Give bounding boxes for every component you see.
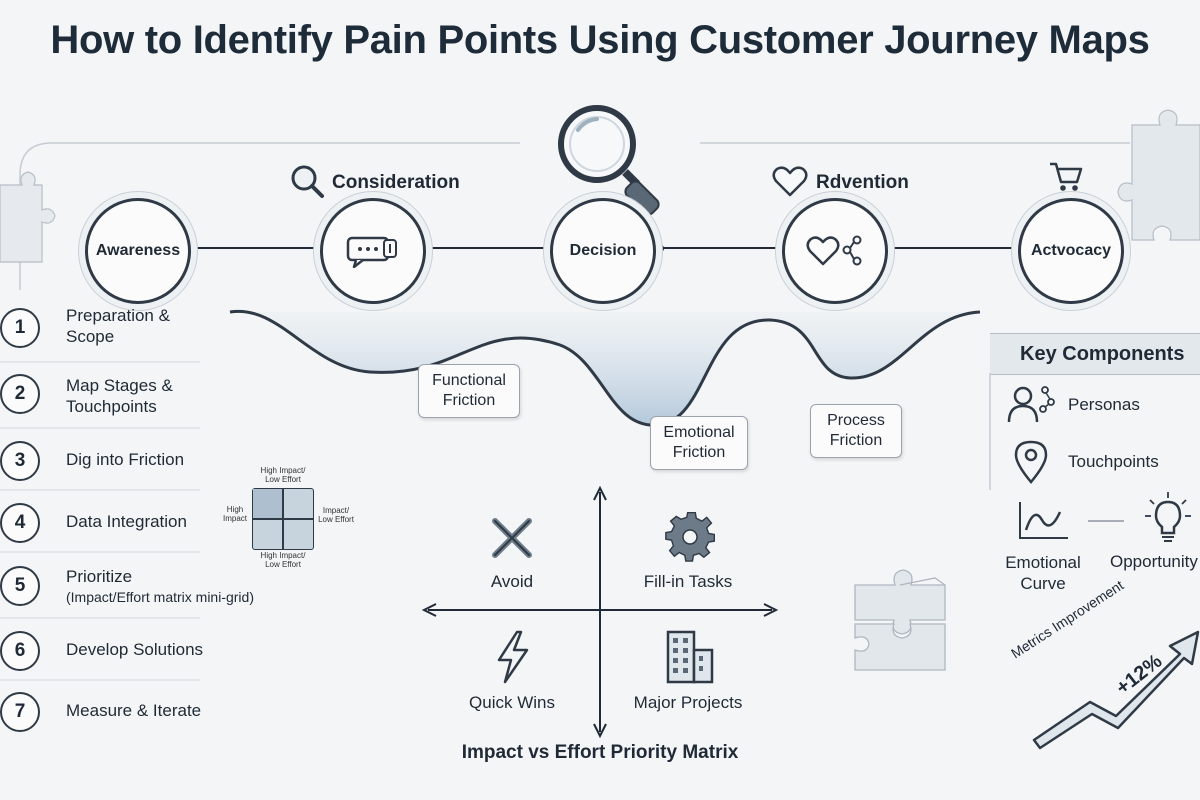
mini-line: High Impact/ <box>260 551 306 560</box>
puzzle-pieces-icon <box>854 569 946 671</box>
callout-emotional-friction: Emotional Friction <box>650 416 748 470</box>
stage-node-label: Actvocacy <box>1030 242 1112 259</box>
mini-grid-right-label: Impact/ Low Effort <box>318 506 354 524</box>
priority-matrix-axes <box>421 485 779 739</box>
step-text-6: Develop Solutions <box>66 639 203 660</box>
callout-line: Functional <box>432 372 506 389</box>
personas-icon <box>1007 386 1055 423</box>
stage-node-decision[interactable]: Decision <box>550 198 656 304</box>
stage-label-retention: Rdvention <box>816 172 909 193</box>
mini-line: Low Effort <box>265 475 301 484</box>
mini-grid-left-label: High Impact <box>218 505 252 523</box>
key-components-title: Key Components <box>1020 343 1185 365</box>
step-text-2: Map Stages & Touchpoints <box>66 375 173 417</box>
step-number: 5 <box>0 566 40 606</box>
mini-grid-top-label: High Impact/ Low Effort <box>252 466 314 484</box>
step-number: 4 <box>0 503 40 543</box>
lightning-icon <box>497 630 529 684</box>
puzzle-piece-top-right-icon <box>1117 109 1200 241</box>
mini-line: High Impact/ <box>260 466 306 475</box>
mini-impact-effort-grid <box>252 488 314 550</box>
key-component-emotional-curve: Emotional Curve <box>1000 552 1086 594</box>
search-icon <box>291 165 324 198</box>
step-line: Scope <box>66 327 115 346</box>
step-line: Map Stages & <box>66 376 173 395</box>
matrix-caption: Impact vs Effort Priority Matrix <box>461 742 739 763</box>
step-number: 3 <box>0 441 40 481</box>
emotional-curve-icon <box>1019 502 1068 539</box>
step-number: 6 <box>0 631 40 671</box>
page-title: How to Identify Pain Points Using Custom… <box>50 18 1150 62</box>
step-sub: (Impact/Effort matrix mini-grid) <box>66 589 254 605</box>
stage-node-label: Awareness <box>95 242 181 259</box>
step-number: 7 <box>0 692 40 732</box>
x-icon <box>492 518 532 558</box>
magnifier-icon <box>558 105 660 216</box>
step-line: Develop Solutions <box>66 640 204 659</box>
quadrant-avoid: Avoid <box>490 572 534 591</box>
callout-line: Friction <box>672 444 726 461</box>
step-line: Data Integration <box>66 512 187 531</box>
location-pin-icon <box>1014 440 1048 484</box>
step-line: Dig into Friction <box>66 450 185 469</box>
stage-node-advocacy[interactable]: Actvocacy <box>1018 198 1124 304</box>
steps-dividers <box>0 361 200 681</box>
stage-label-consideration: Consideration <box>332 172 460 193</box>
step-line: Touchpoints <box>66 397 157 416</box>
stage-node-consideration[interactable] <box>320 198 426 304</box>
puzzle-piece-left-icon <box>0 171 56 263</box>
step-text-7: Measure & Iterate <box>66 700 201 721</box>
step-text-3: Dig into Friction <box>66 449 184 470</box>
callout-functional-friction: Functional Friction <box>418 364 520 418</box>
stage-node-awareness[interactable]: Awareness <box>85 198 191 304</box>
key-component-personas: Personas <box>1068 395 1140 414</box>
mini-line: High <box>226 505 244 514</box>
step-line: Measure & Iterate <box>66 701 202 720</box>
step-line: Preparation & <box>66 306 170 325</box>
callout-process-friction: Process Friction <box>810 404 902 458</box>
callout-line: Friction <box>442 392 496 409</box>
kc-line: Emotional <box>1005 553 1081 572</box>
step-text-1: Preparation & Scope <box>66 305 170 347</box>
step-text-4: Data Integration <box>66 511 187 532</box>
metrics-improvement-arrow <box>1032 630 1200 750</box>
stage-node-retention[interactable] <box>782 198 888 304</box>
shopping-cart-icon <box>1050 162 1083 191</box>
mini-line: Low Effort <box>265 560 301 569</box>
chat-bubble-icon <box>346 236 397 268</box>
step-number: 1 <box>0 308 40 348</box>
step-text-5: Prioritize (Impact/Effort matrix mini-gr… <box>66 566 254 608</box>
quadrant-fill-in-tasks: Fill-in Tasks <box>643 572 733 591</box>
heart-icon <box>772 166 808 197</box>
lightbulb-icon <box>1145 492 1191 542</box>
journey-dot <box>655 244 664 253</box>
step-number: 2 <box>0 374 40 414</box>
step-line: Prioritize <box>66 567 133 586</box>
key-components-header: Key Components <box>990 333 1200 375</box>
building-icon <box>666 630 714 684</box>
key-component-touchpoints: Touchpoints <box>1068 452 1159 471</box>
quadrant-quick-wins: Quick Wins <box>469 693 555 712</box>
mini-grid-bottom-label: High Impact/ Low Effort <box>252 551 314 569</box>
key-component-opportunity: Opportunity <box>1110 552 1198 571</box>
quadrant-major-projects: Major Projects <box>633 693 743 712</box>
callout-line: Emotional <box>663 424 735 441</box>
stage-node-label: Decision <box>569 242 637 259</box>
gear-icon <box>665 512 715 562</box>
heart-share-icon <box>806 235 862 266</box>
callout-line: Process <box>827 412 885 429</box>
kc-line: Curve <box>1020 574 1066 593</box>
callout-line: Friction <box>829 432 883 449</box>
mini-line: Impact <box>222 514 247 523</box>
